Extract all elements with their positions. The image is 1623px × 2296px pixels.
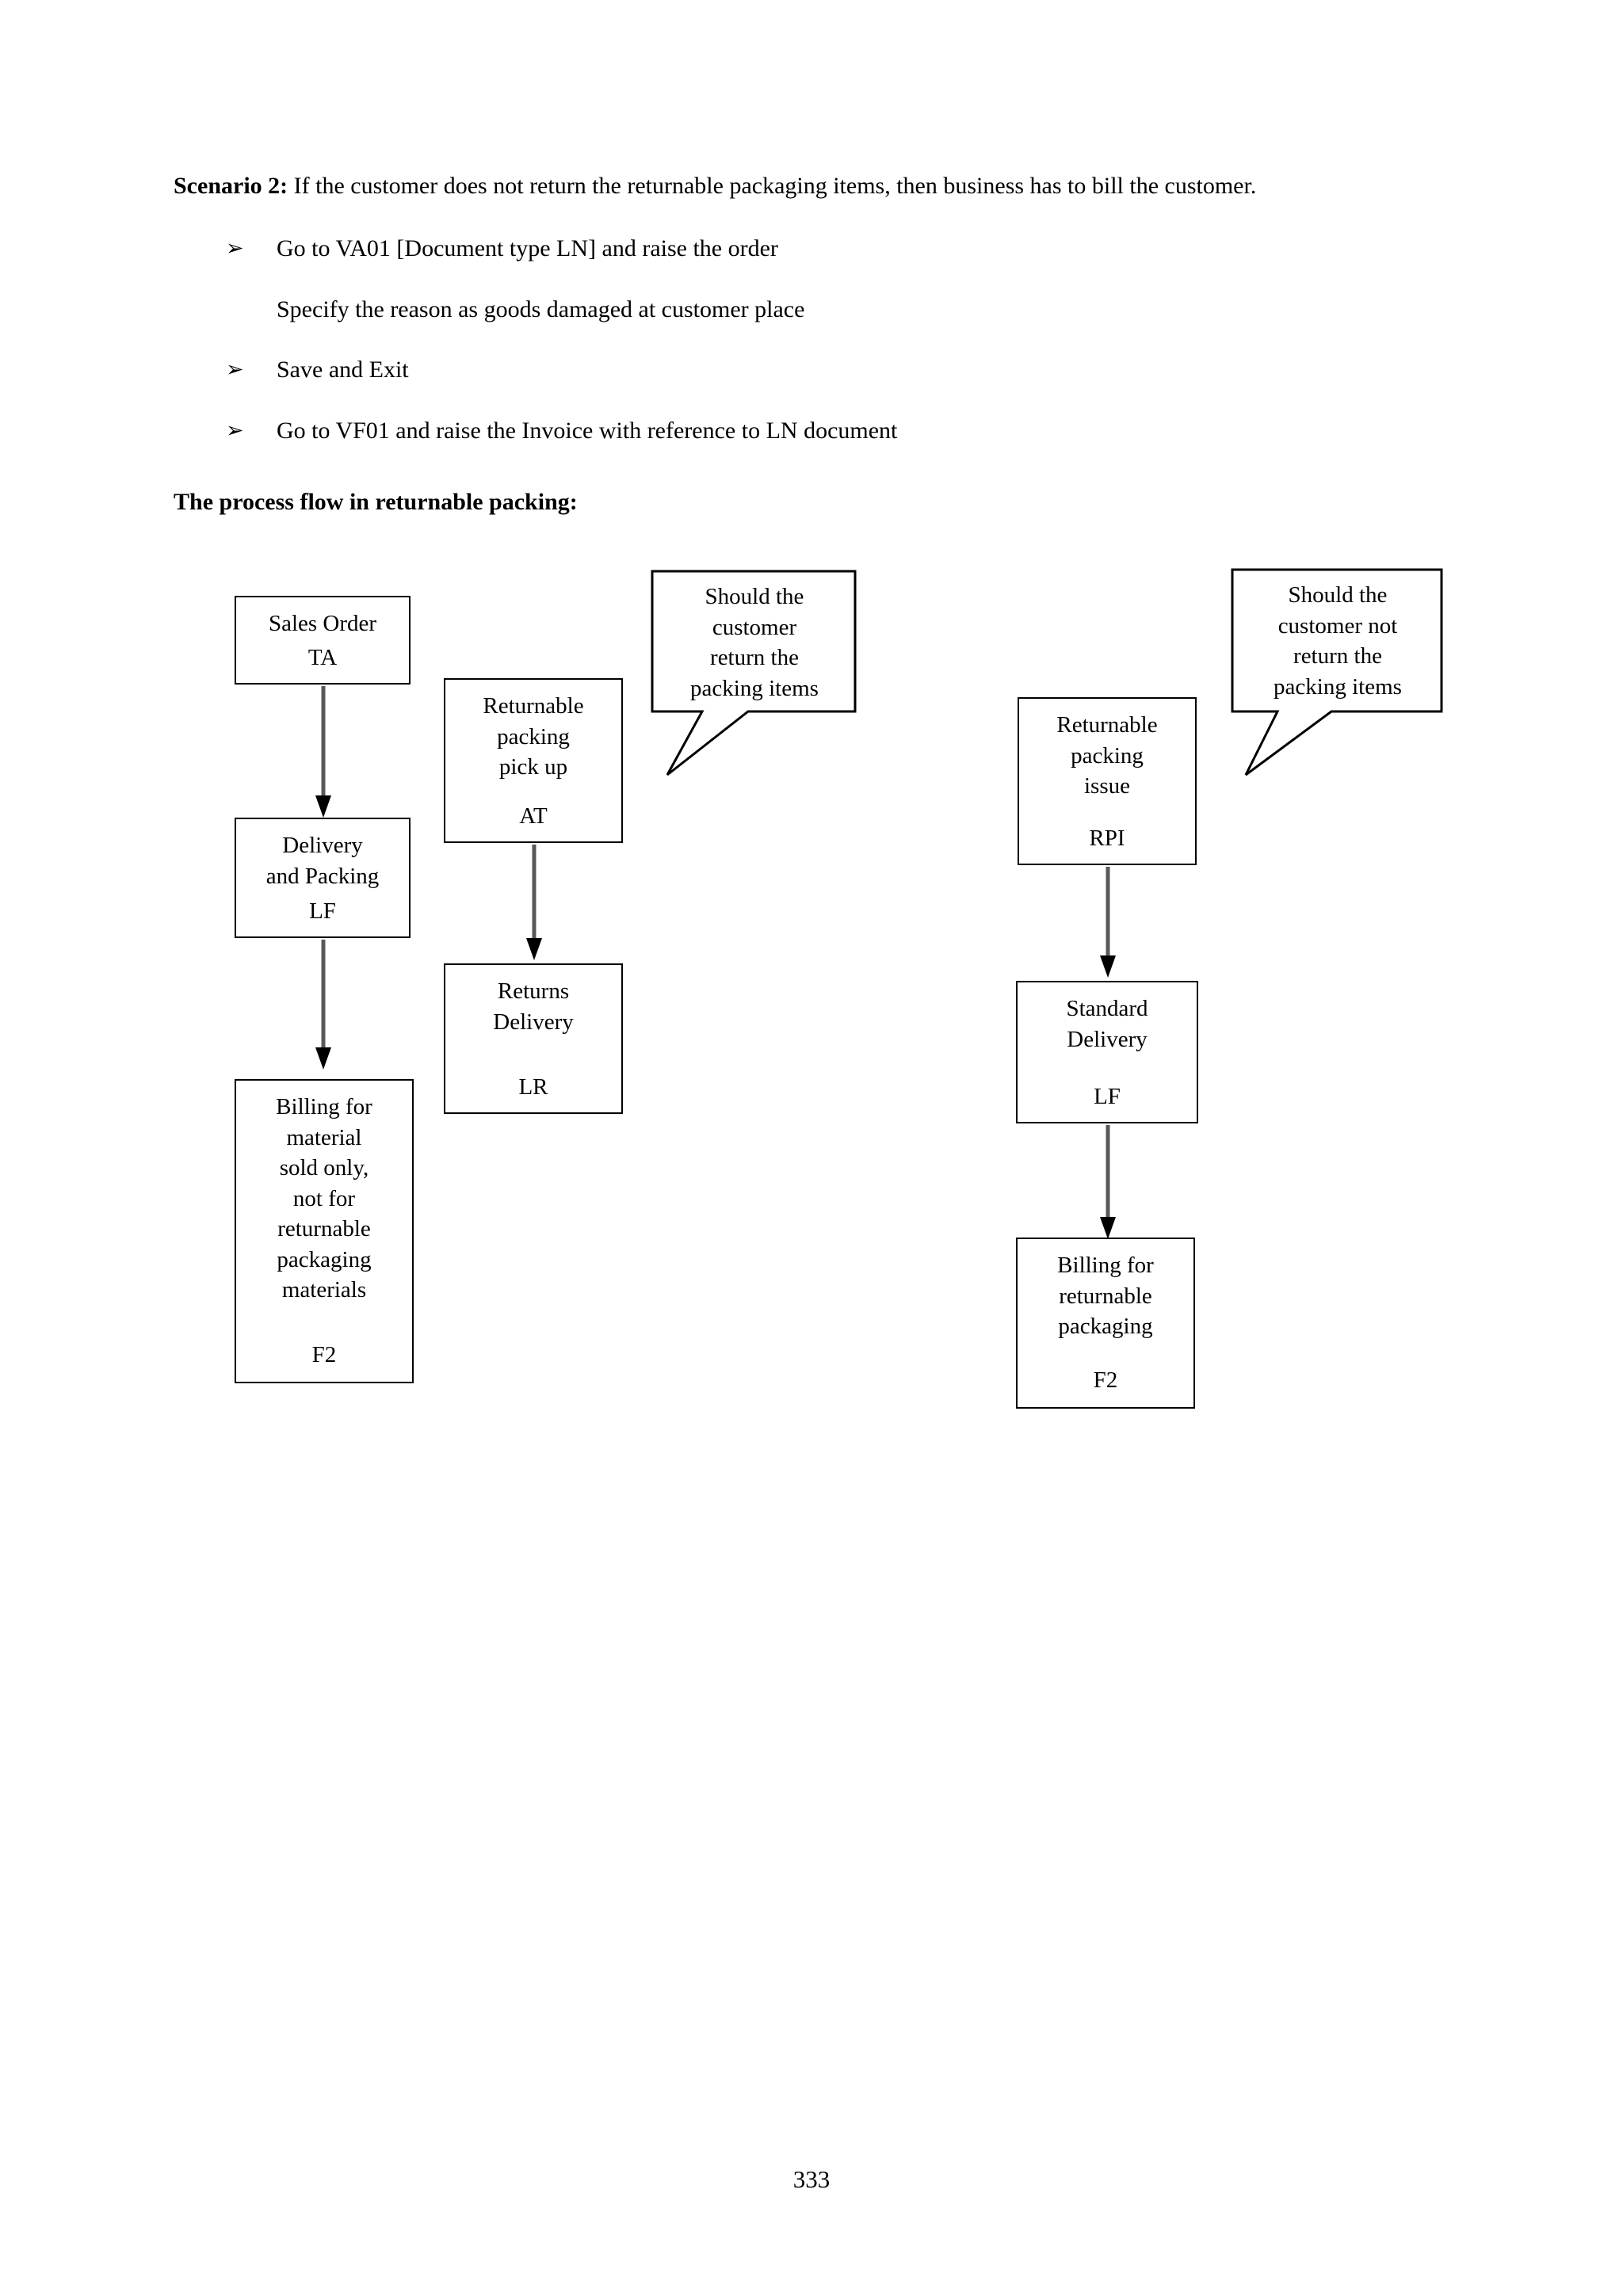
bullet-item-2-label: Save and Exit xyxy=(277,357,409,383)
flow-arrow-delivery-to-billing xyxy=(314,940,333,1073)
flow-node-standard-delivery: Standard Delivery LF xyxy=(1016,981,1198,1123)
scenario-label: Scenario 2: xyxy=(174,173,288,199)
flow-node-returnable-packing-pick-up-title: Returnable packing pick up xyxy=(483,693,584,780)
bullet-item-3: ➢ Go to VF01 and raise the Invoice with … xyxy=(226,415,1510,448)
flow-node-returnable-packing-issue: Returnable packing issue RPI xyxy=(1018,697,1197,865)
flow-node-sales-order-title: Sales Order xyxy=(268,611,377,636)
arrow-bullet-icon: ➢ xyxy=(226,357,244,381)
flow-node-standard-delivery-code: LF xyxy=(1094,1084,1121,1110)
flow-node-returnable-packing-issue-code: RPI xyxy=(1089,826,1125,852)
scenario-body: If the customer does not return the retu… xyxy=(288,173,1257,199)
flow-arrow-standard-delivery-to-billing xyxy=(1098,1125,1117,1241)
bullet-item-1-continuation: Specify the reason as goods damaged at c… xyxy=(277,296,805,322)
flow-node-billing-for-material-code: F2 xyxy=(311,1342,337,1368)
bullet-item-1-label: Go to VA01 [Document type LN] and raise … xyxy=(277,235,778,261)
arrow-bullet-icon: ➢ xyxy=(226,236,244,260)
page-number: 333 xyxy=(792,2165,831,2193)
flow-node-billing-for-returnable-packaging-code: F2 xyxy=(1093,1367,1118,1394)
flow-node-returnable-packing-pick-up: Returnable packing pick up AT xyxy=(444,678,623,843)
process-flow-heading: The process flow in returnable packing: xyxy=(174,489,578,515)
flow-node-billing-for-returnable-packaging: Billing for returnable packaging F2 xyxy=(1016,1238,1195,1409)
flow-arrow-sales-to-delivery xyxy=(314,686,333,819)
flow-node-returns-delivery-title: Returns Delivery xyxy=(493,978,574,1035)
callout-should-customer-not-return: Should the customer not return the packi… xyxy=(1231,568,1444,776)
flow-node-billing-for-material: Billing for material sold only, not for … xyxy=(235,1079,414,1383)
callout-should-customer-return: Should the customer return the packing i… xyxy=(651,570,857,776)
bullet-item-2: ➢ Save and Exit xyxy=(226,354,1510,387)
flow-node-standard-delivery-title: Standard Delivery xyxy=(1066,996,1148,1052)
callout-should-customer-return-text: Should the customer return the packing i… xyxy=(690,584,819,701)
flow-node-billing-for-returnable-packaging-title: Billing for returnable packaging xyxy=(1057,1253,1154,1340)
arrow-bullet-icon: ➢ xyxy=(226,418,244,442)
flow-node-delivery-and-packing: Delivery and Packing LF xyxy=(235,818,411,938)
flow-arrow-pickup-to-returns xyxy=(525,845,544,962)
bullet-item-1: ➢ Go to VA01 [Document type LN] and rais… xyxy=(226,233,1510,265)
flow-arrow-issue-to-standard-delivery xyxy=(1098,867,1117,979)
bullet-item-3-label: Go to VF01 and raise the Invoice with re… xyxy=(277,418,898,444)
flow-node-sales-order: Sales Order TA xyxy=(235,596,411,685)
flow-node-returnable-packing-issue-title: Returnable packing issue xyxy=(1056,712,1158,799)
flow-node-returns-delivery-code: LR xyxy=(518,1074,548,1100)
flow-node-delivery-and-packing-title: Delivery and Packing xyxy=(265,833,380,889)
flow-node-billing-for-material-title: Billing for material sold only, not for … xyxy=(276,1094,372,1303)
flow-node-sales-order-code: TA xyxy=(307,645,338,671)
flow-node-delivery-and-packing-code: LF xyxy=(309,898,336,925)
callout-should-customer-not-return-text: Should the customer not return the packi… xyxy=(1274,582,1402,700)
flow-node-returns-delivery: Returns Delivery LR xyxy=(444,963,623,1114)
flow-node-returnable-packing-pick-up-code: AT xyxy=(519,803,548,830)
scenario-paragraph: Scenario 2: If the customer does not ret… xyxy=(174,170,1505,203)
